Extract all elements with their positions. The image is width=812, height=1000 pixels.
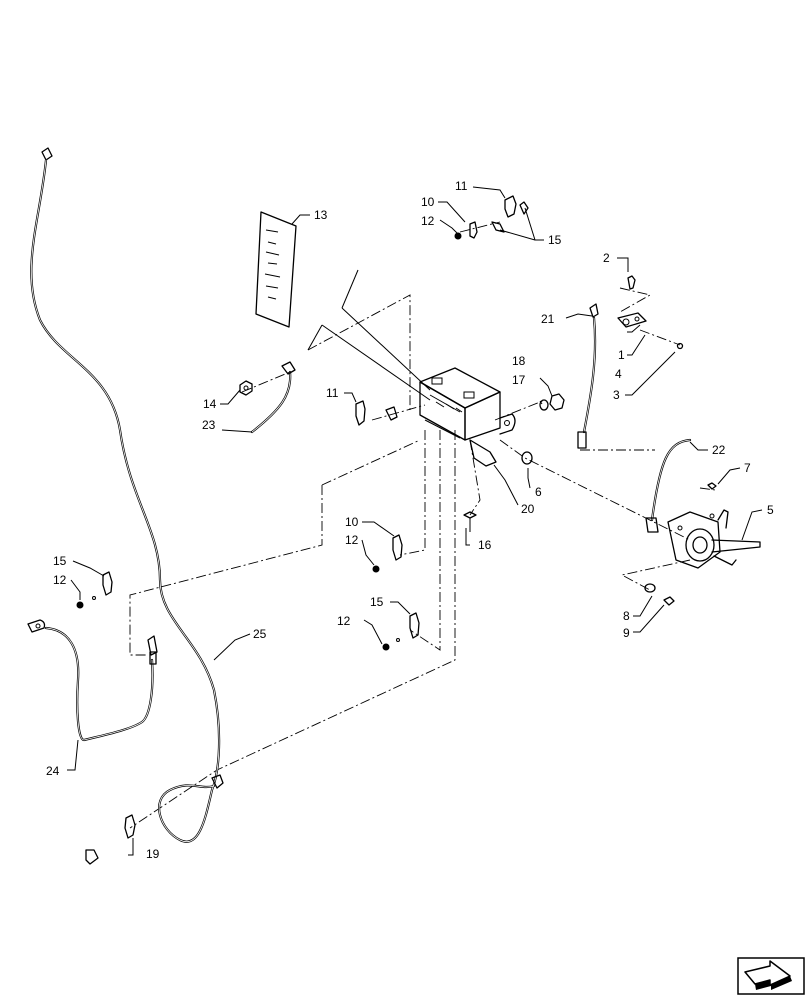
guide-lines — [307, 269, 431, 401]
solenoid-part-5 — [667, 509, 761, 569]
hardware-parts — [76, 195, 717, 865]
callout-16: 16 — [478, 538, 492, 552]
callout-4: 4 — [615, 367, 622, 381]
callout-3: 3 — [613, 388, 620, 402]
callout-11-upper: 11 — [455, 179, 468, 193]
callout-1: 1 — [618, 348, 625, 362]
callout-15-lower: 15 — [370, 595, 384, 609]
callout-17: 17 — [512, 373, 526, 387]
callout-15-left: 15 — [53, 554, 67, 568]
callout-18: 18 — [512, 354, 526, 368]
callout-11-middle: 11 — [326, 386, 339, 400]
cable-part-25 — [30, 147, 224, 843]
callout-12-left: 12 — [53, 573, 67, 587]
callout-labels: 1 2 3 4 5 6 7 8 9 10 10 11 11 12 12 12 1… — [46, 179, 774, 861]
callout-10-lower: 10 — [345, 515, 359, 529]
callout-6: 6 — [535, 485, 542, 499]
callout-23: 23 — [202, 418, 216, 432]
next-page-arrow-icon[interactable] — [737, 957, 805, 995]
callout-15-upper: 15 — [548, 233, 562, 247]
callout-7: 7 — [744, 461, 751, 475]
cable-part-21 — [577, 303, 599, 449]
callout-25: 25 — [253, 627, 267, 641]
callout-22: 22 — [712, 443, 726, 457]
callout-21: 21 — [541, 312, 555, 326]
fuse-block-part-20 — [419, 367, 516, 467]
callout-5: 5 — [767, 503, 774, 517]
callout-14: 14 — [203, 397, 217, 411]
callout-9: 9 — [623, 626, 630, 640]
callout-10-upper: 10 — [421, 195, 435, 209]
callout-2: 2 — [603, 251, 610, 265]
callout-leaders — [67, 186, 763, 856]
callout-12-middle: 12 — [345, 533, 359, 547]
callout-20: 20 — [521, 502, 535, 516]
cable-part-22 — [645, 438, 692, 533]
callout-12-lower: 12 — [337, 614, 351, 628]
cable-part-24 — [27, 619, 158, 742]
callout-12-upper: 12 — [421, 214, 435, 228]
callout-24: 24 — [46, 764, 60, 778]
callout-19: 19 — [146, 847, 160, 861]
callout-13: 13 — [314, 208, 328, 222]
decal-part-13 — [255, 211, 297, 328]
callout-8: 8 — [623, 609, 630, 623]
assembly-lines — [129, 221, 716, 829]
